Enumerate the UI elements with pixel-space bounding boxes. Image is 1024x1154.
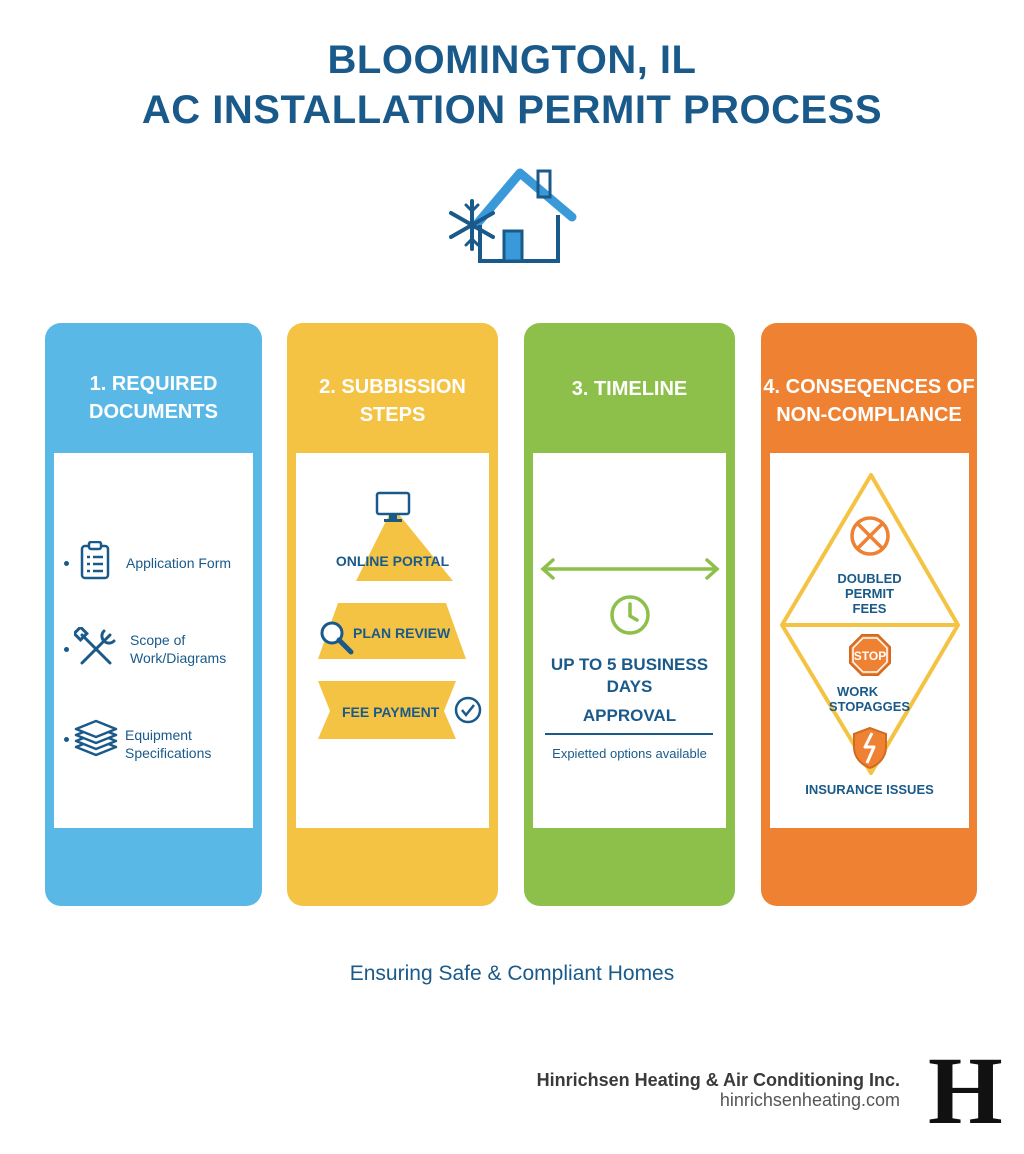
tools-icon bbox=[74, 627, 116, 665]
company-name: Hinrichsen Heating & Air Conditioning In… bbox=[536, 1070, 900, 1090]
company-logo: H bbox=[928, 1050, 1002, 1132]
column-3-panel: UP TO 5 BUSINESS DAYS APPROVAL Expietted… bbox=[533, 453, 726, 828]
stoppages-line: STOPAGGES bbox=[828, 699, 911, 714]
application-form-label: Application Form bbox=[126, 555, 232, 571]
steps-pyramid bbox=[318, 507, 466, 739]
double-arrow-icon bbox=[540, 558, 720, 580]
column-submission-steps: 2. SUBBISSION STEPS ONLINE PORTAL PLAN R… bbox=[287, 323, 498, 906]
equipment-line-1: Equipment bbox=[125, 727, 192, 743]
doubled-line: DOUBLED bbox=[837, 571, 902, 586]
computer-monitor-icon bbox=[375, 491, 411, 522]
column-1-heading-line-1: 1. REQUIRED bbox=[89, 373, 218, 395]
title-line-1: BLOOMINGTON, IL bbox=[327, 38, 697, 82]
column-2-panel: ONLINE PORTAL PLAN REVIEW FEE PAYMENT bbox=[296, 453, 489, 828]
column-2-heading: 2. SUBBISSION STEPS bbox=[287, 373, 498, 429]
approval-label: APPROVAL bbox=[582, 706, 677, 725]
title-line-2: AC INSTALLATION PERMIT PROCESS bbox=[141, 88, 883, 132]
scope-of-work-line-1: Scope of bbox=[130, 632, 186, 648]
column-1-heading-line-2: DOCUMENTS bbox=[89, 401, 218, 423]
expedited-note: Expietted options available bbox=[552, 746, 707, 761]
column-required-documents: 1. REQUIRED DOCUMENTS Application Form S… bbox=[45, 323, 262, 906]
doubled-permit-fees-label: DOUBLED PERMIT FEES bbox=[770, 571, 969, 616]
column-4-heading-line-1: 4. CONSEQENCES OF bbox=[763, 376, 975, 398]
stop-sign-icon bbox=[849, 634, 891, 676]
broken-shield-icon bbox=[853, 726, 887, 770]
check-circle-icon bbox=[454, 696, 482, 724]
column-1-heading: 1. REQUIRED DOCUMENTS bbox=[45, 370, 262, 426]
timeline-text: UP TO 5 BUSINESS DAYS bbox=[533, 654, 726, 698]
divider bbox=[545, 733, 713, 735]
house-snowflake-icon bbox=[449, 168, 577, 263]
timeline-line-1: UP TO 5 BUSINESS bbox=[550, 655, 709, 674]
column-4-heading-line-2: NON-COMPLIANCE bbox=[776, 404, 962, 426]
column-consequences: 4. CONSEQENCES OF NON-COMPLIANCE DOUBLED… bbox=[761, 323, 977, 906]
scope-of-work-line-2: Work/Diagrams bbox=[130, 650, 227, 666]
scope-of-work-label: Scope of Work/Diagrams bbox=[130, 631, 226, 667]
equipment-line-2: Specifications bbox=[125, 745, 212, 761]
column-2-heading-line-1: 2. SUBBISSION bbox=[319, 376, 466, 398]
permit-line: PERMIT bbox=[844, 586, 895, 601]
fees-line: FEES bbox=[852, 601, 887, 616]
magnifier-icon bbox=[320, 621, 354, 655]
online-portal-label: ONLINE PORTAL bbox=[335, 553, 450, 569]
insurance-issues-label: INSURANCE ISSUES bbox=[805, 782, 934, 797]
timeline-line-2: DAYS bbox=[606, 677, 653, 696]
tagline: Ensuring Safe & Compliant Homes bbox=[349, 962, 675, 985]
column-timeline: 3. TIMELINE UP TO 5 BUSINESS DAYS APPROV… bbox=[524, 323, 735, 906]
company-website[interactable]: hinrichsenheating.com bbox=[719, 1090, 900, 1110]
work-line: WORK bbox=[837, 684, 879, 699]
work-stoppages-label: WORK STOPAGGES bbox=[770, 684, 969, 714]
bullet bbox=[64, 561, 69, 566]
stacked-layers-icon bbox=[74, 719, 118, 757]
plan-review-label: PLAN REVIEW bbox=[353, 625, 451, 641]
column-2-heading-line-2: STEPS bbox=[359, 404, 426, 426]
clock-icon bbox=[610, 595, 650, 635]
fee-payment-label: FEE PAYMENT bbox=[342, 704, 440, 720]
bullet bbox=[64, 737, 69, 742]
bullet bbox=[64, 647, 69, 652]
warning-diamond bbox=[780, 473, 960, 775]
equipment-specifications-label: Equipment Specifications bbox=[125, 726, 211, 762]
stop-sign-text: STOP bbox=[853, 649, 887, 663]
column-3-heading: 3. TIMELINE bbox=[571, 378, 688, 400]
prohibited-icon bbox=[850, 516, 890, 556]
column-4-panel: DOUBLED PERMIT FEES STOP WORK STOPAGGES … bbox=[770, 453, 969, 828]
column-4-heading: 4. CONSEQENCES OF NON-COMPLIANCE bbox=[761, 373, 977, 429]
clipboard-checklist-icon bbox=[80, 541, 110, 580]
logo-letter: H bbox=[928, 1050, 1002, 1132]
column-1-panel: Application Form Scope of Work/Diagrams bbox=[54, 453, 253, 828]
